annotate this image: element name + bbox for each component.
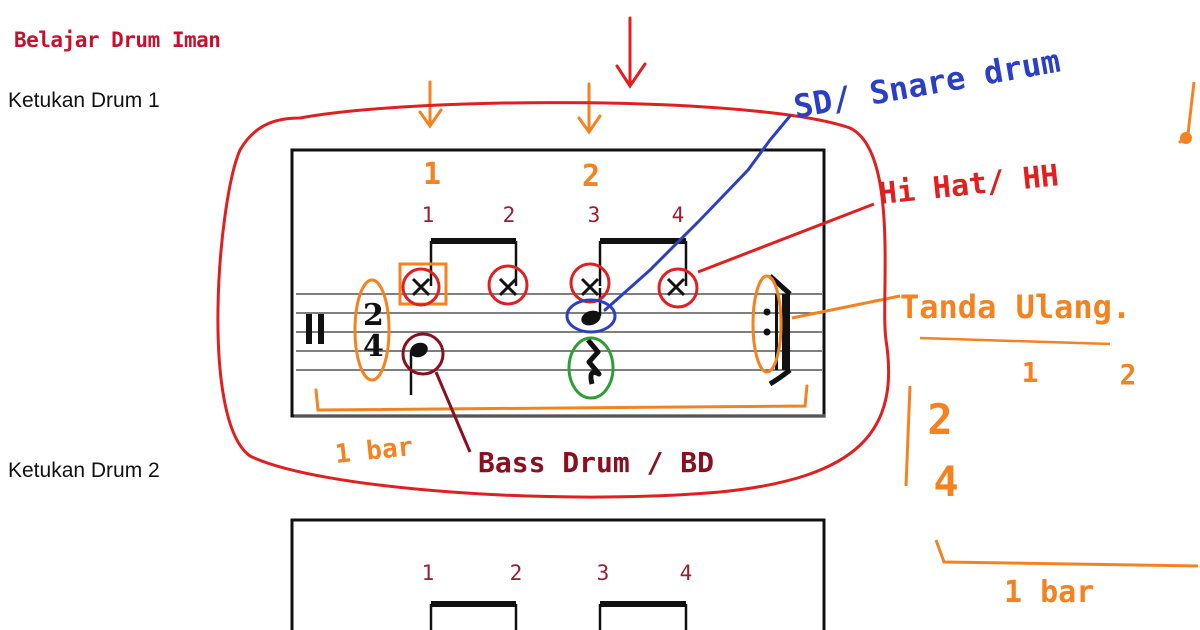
count-number-3-b: 3 [597, 561, 610, 585]
top-arrow [615, 16, 647, 89]
hihat-label: Hi Hat/ HH [877, 158, 1060, 212]
side-bar-bracket [934, 539, 1199, 568]
hihat-pointer [697, 202, 875, 274]
snare-pointer [603, 114, 792, 312]
count-number-1: 1 [422, 203, 435, 227]
side-time-signature-bottom: 4 [933, 457, 958, 506]
count-number-1-b: 1 [422, 561, 435, 585]
staff-box-2: 1 2 3 4 [290, 518, 826, 630]
side-divider [904, 385, 912, 487]
beat-number-1: 1 [423, 157, 441, 192]
hihat-note-3 [580, 277, 600, 297]
hihat-highlight-1 [401, 267, 441, 307]
section-label-ketukan-2: Ketukan Drum 2 [8, 459, 160, 482]
bass-drum-label: Bass Drum / BD [478, 446, 714, 479]
repeat-pointer [791, 294, 901, 320]
bar-label: 1 bar [334, 432, 415, 470]
time-signature-bottom: 4 [363, 329, 384, 364]
repeat-sign [763, 308, 771, 316]
measure-highlight-loop [216, 101, 891, 499]
count-number-2: 2 [503, 203, 516, 227]
side-time-signature-top: 2 [927, 395, 952, 444]
rest-highlight [567, 336, 615, 400]
time-signature-top: 2 [363, 298, 384, 333]
bass-drum-highlight [401, 332, 445, 376]
count-number-2-b: 2 [510, 561, 523, 585]
side-bar-label: 1 bar [1004, 575, 1094, 610]
hihat-highlight-3 [569, 262, 611, 304]
beat-arrows [418, 80, 602, 135]
snare-highlight [565, 298, 617, 334]
hihat-highlight-4 [657, 267, 699, 309]
staff-box-1: 2 4 [290, 148, 826, 418]
snare-label: SD/ Snare drum [791, 42, 1063, 126]
repeat-number-2: 2 [1120, 358, 1137, 391]
count-number-4-b: 4 [680, 561, 693, 585]
percussion-clef [306, 314, 312, 344]
repeat-sign-highlight [751, 274, 783, 374]
bass-drum-pointer [434, 371, 472, 453]
staff-frame-2 [290, 518, 826, 630]
quarter-rest [586, 338, 602, 385]
bass-drum-note [410, 342, 428, 358]
beat-number-2: 2 [582, 159, 600, 194]
count-number-4: 4 [672, 203, 685, 227]
bar-bracket [314, 384, 809, 412]
hihat-highlight-2 [487, 264, 529, 306]
hihat-note-2 [498, 277, 518, 297]
repeat-number-1: 1 [1022, 356, 1039, 389]
snare-note [581, 310, 601, 326]
hihat-note-1 [411, 277, 431, 297]
staff-frame-1 [290, 148, 826, 418]
blog-title: Belajar Drum Iman [14, 28, 221, 52]
count-number-3: 3 [588, 203, 601, 227]
repeat-label: Tanda Ulang. [900, 288, 1131, 326]
time-signature-highlight [353, 278, 391, 382]
hihat-note-4 [666, 277, 686, 297]
section-label-ketukan-1: Ketukan Drum 1 [8, 89, 160, 112]
